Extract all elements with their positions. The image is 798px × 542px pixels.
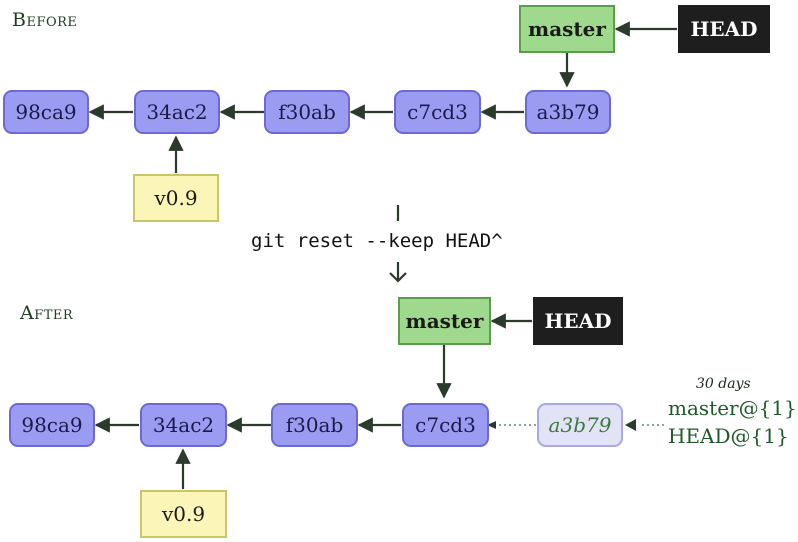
tag-v0-9-before: v0.9: [133, 174, 219, 222]
commit-a3b79-orphan: a3b79: [537, 403, 623, 447]
commit-98ca9-after: 98ca9: [9, 403, 95, 447]
commit-34ac2-before: 34ac2: [134, 90, 220, 134]
commit-a3b79-before: a3b79: [525, 90, 611, 134]
head-ref-after: HEAD: [533, 297, 623, 345]
tag-v0-9-after: v0.9: [140, 490, 227, 538]
commit-c7cd3-before: c7cd3: [394, 90, 481, 134]
commit-98ca9-before: 98ca9: [3, 90, 89, 134]
reset-command: git reset --keep HEAD^: [251, 230, 503, 252]
branch-master-after: master: [398, 297, 491, 345]
commit-34ac2-after: 34ac2: [140, 403, 227, 447]
head-ref-before: HEAD: [678, 5, 770, 53]
reflog-entry-head: HEAD@{1}: [668, 424, 789, 448]
after-title: After: [20, 302, 74, 324]
reflog-expiry: 30 days: [696, 376, 751, 392]
arrowhead-orphan-to-c7cd3: [487, 421, 496, 429]
commit-c7cd3-after: c7cd3: [402, 403, 489, 447]
commit-f30ab-after: f30ab: [271, 403, 358, 447]
commit-f30ab-before: f30ab: [264, 90, 350, 134]
branch-master-before: master: [519, 5, 615, 53]
reflog-entry-master: master@{1}: [668, 396, 797, 420]
arrowhead-reflog-to-orphan: [625, 419, 636, 431]
transition-arrow: [389, 262, 407, 283]
before-title: Before: [12, 9, 78, 31]
